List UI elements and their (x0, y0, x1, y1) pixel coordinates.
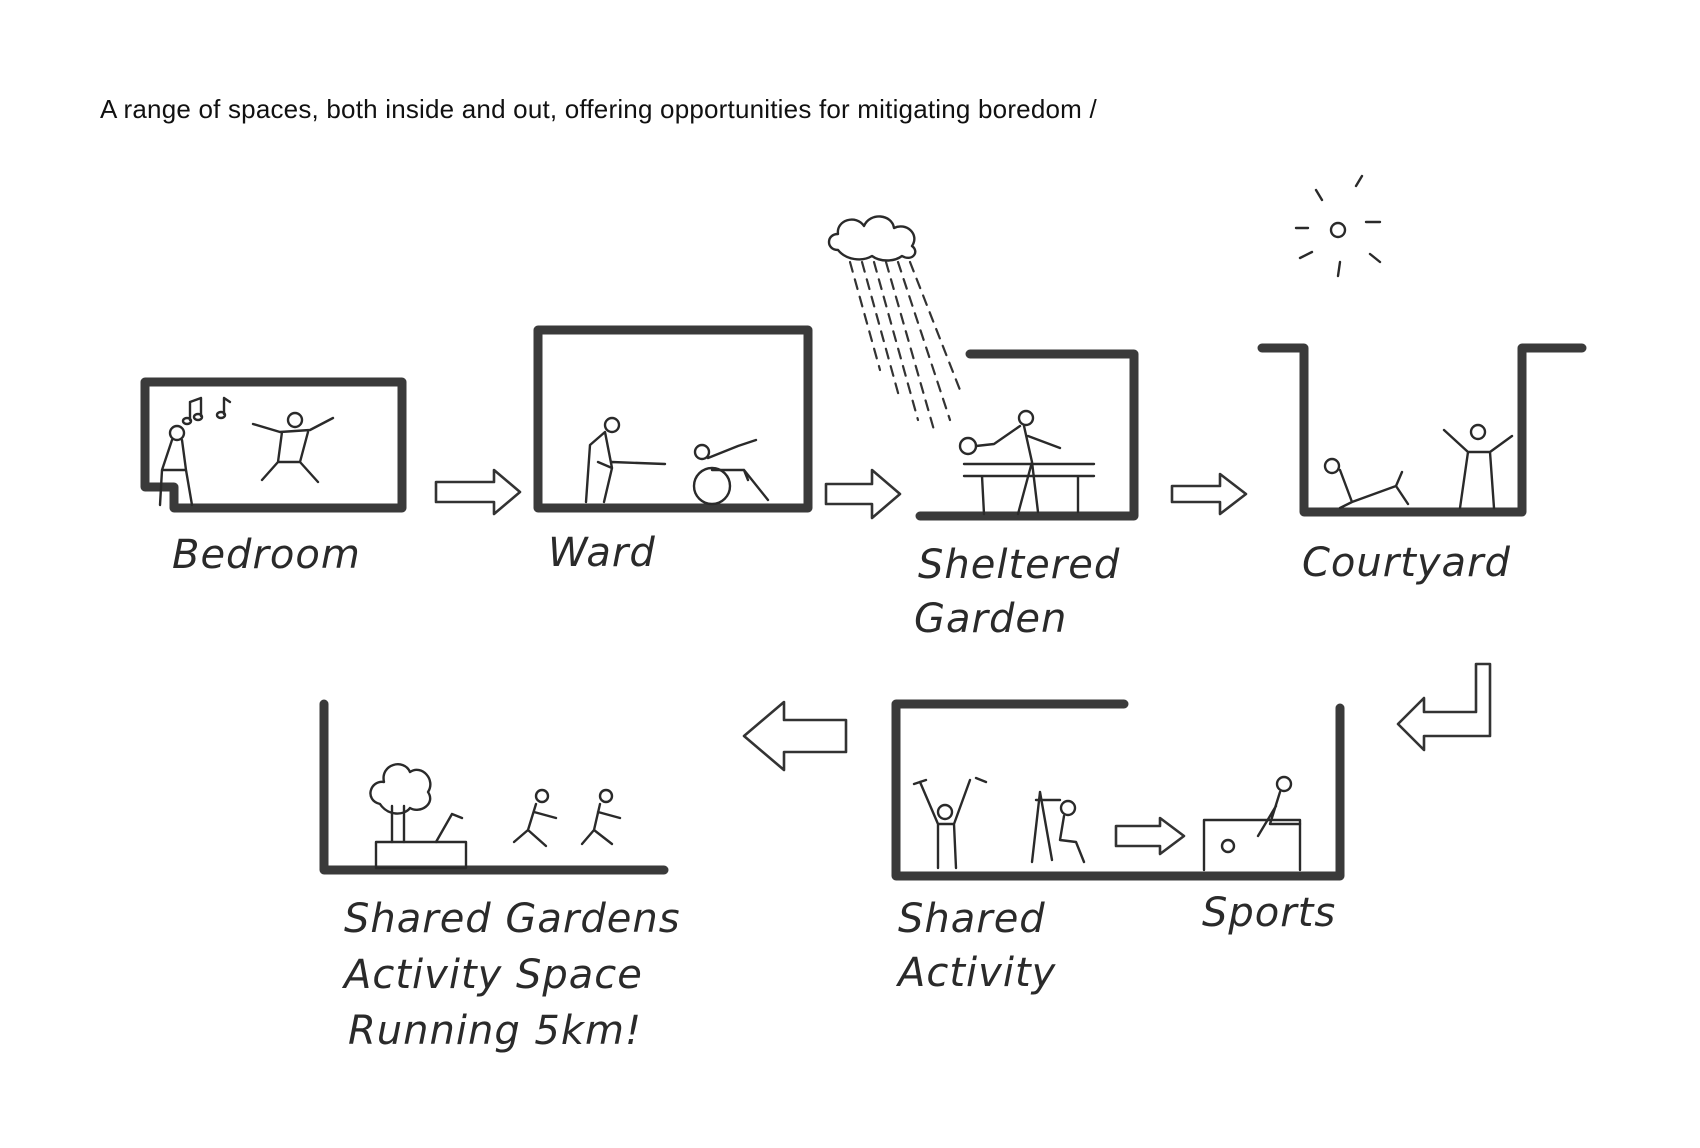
shared-gardens-space (319, 699, 669, 875)
flow-arrow-icon (434, 468, 1492, 772)
inner-arrow-icon (1114, 816, 1186, 856)
exercise-ball-figure (692, 438, 770, 506)
label-gardens-line3: Running 5km! (348, 1008, 642, 1054)
label-ward: Ward (548, 530, 656, 576)
desk-figure (1202, 775, 1302, 872)
table-tennis-figures (958, 409, 1096, 516)
easel-figure (1030, 790, 1086, 864)
bedroom-space (140, 377, 407, 513)
label-gardens-line2: Activity Space (341, 952, 643, 998)
courtyard-space (1257, 343, 1587, 517)
dancing-figure (251, 411, 335, 484)
label-sheltered-line1: Sheltered (918, 542, 1120, 588)
label-shared-activity-line2: Activity (895, 950, 1057, 996)
label-bedroom: Bedroom (172, 532, 361, 578)
sheltered-garden-space (915, 349, 1139, 521)
ward-space (533, 325, 813, 513)
running-figures (512, 788, 622, 848)
diagram-caption: A range of spaces, both inside and out, … (100, 94, 1097, 124)
label-gardens-line1: Shared Gardens (344, 896, 681, 942)
label-courtyard: Courtyard (1302, 540, 1511, 586)
tree-planter (369, 763, 468, 870)
walking-figure (584, 416, 667, 504)
stretching-figure (1323, 457, 1410, 510)
music-notes-icon (181, 396, 232, 426)
weightlifting-figure (912, 776, 988, 870)
star-jump-figure (1442, 423, 1514, 510)
label-shared-activity-line1: Shared (898, 896, 1046, 942)
sun-icon (1294, 174, 1382, 278)
sitting-figure (158, 424, 194, 507)
label-sports: Sports (1202, 890, 1336, 936)
rain-cloud-icon (827, 215, 962, 432)
shared-activity-space (891, 699, 1345, 881)
label-sheltered-line2: Garden (914, 596, 1067, 642)
